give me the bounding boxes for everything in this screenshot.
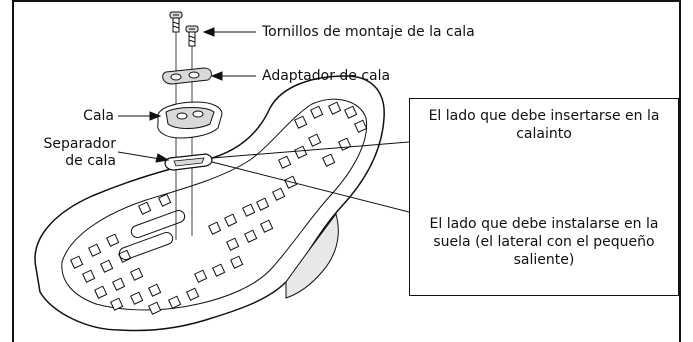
sole-lug — [242, 203, 256, 217]
cleat-spacer — [164, 153, 213, 171]
sole-lug — [224, 213, 238, 227]
frame-right-border — [679, 0, 681, 342]
sole-lug — [308, 133, 322, 147]
sole-lug — [88, 243, 102, 257]
frame-top-border — [12, 0, 681, 2]
shoe-heel-wall — [285, 212, 339, 299]
label-cleat-spacer-line1: Separador — [43, 136, 116, 152]
sole-lug — [130, 291, 144, 305]
cleat-slot-front — [130, 209, 186, 239]
sole-lug — [94, 285, 108, 299]
sole-lug — [294, 115, 308, 129]
label-cleat-adapter: Adaptador de cala — [262, 68, 391, 84]
mounting-screw-1 — [169, 11, 183, 33]
sole-lug — [278, 155, 292, 169]
sole-lug — [310, 105, 324, 119]
sole-lug — [354, 119, 368, 133]
frame-left-border — [12, 0, 14, 342]
sole-lug — [226, 237, 240, 251]
label-mounting-screws: Tornillos de montaje de la cala — [262, 24, 475, 40]
sole-lug — [130, 267, 144, 281]
sole-lug — [82, 269, 96, 283]
sole-lug — [244, 229, 258, 243]
sole-lug — [100, 259, 114, 273]
mounting-screw-2 — [185, 25, 199, 47]
sole-lug — [230, 255, 244, 269]
cleat — [157, 101, 223, 139]
sole-lug — [272, 187, 286, 201]
sole-lug — [138, 201, 152, 215]
label-cleat-spacer-line2: de cala — [65, 153, 116, 169]
sole-lug — [194, 269, 208, 283]
sole-lug — [208, 221, 222, 235]
pointer-lines — [117, 27, 410, 213]
sole-lug — [158, 193, 172, 207]
sole-lug — [322, 153, 336, 167]
sole-lug — [168, 295, 182, 309]
sole-lug — [256, 197, 270, 211]
cleat-slot-rear — [118, 231, 174, 261]
callout-top-text: El lado que debe insertarse en la calain… — [428, 108, 660, 142]
sole-lug — [70, 255, 84, 269]
sole-lug — [112, 277, 126, 291]
spacer-orientation-callout: El lado que debe insertarse en la calain… — [409, 98, 679, 296]
sole-lug — [148, 283, 162, 297]
callout-bottom-text: El lado que debe instalarse en la suela … — [429, 216, 659, 268]
sole-lug — [328, 101, 342, 115]
sole-lug — [260, 219, 274, 233]
sole-lug — [110, 297, 124, 311]
sole-lug — [344, 105, 358, 119]
sole-lug — [148, 301, 162, 315]
label-cleat: Cala — [83, 108, 114, 124]
sole-lug — [106, 233, 120, 247]
sole-lug — [186, 287, 200, 301]
sole-lug — [212, 263, 226, 277]
cleat-adapter — [162, 67, 212, 85]
